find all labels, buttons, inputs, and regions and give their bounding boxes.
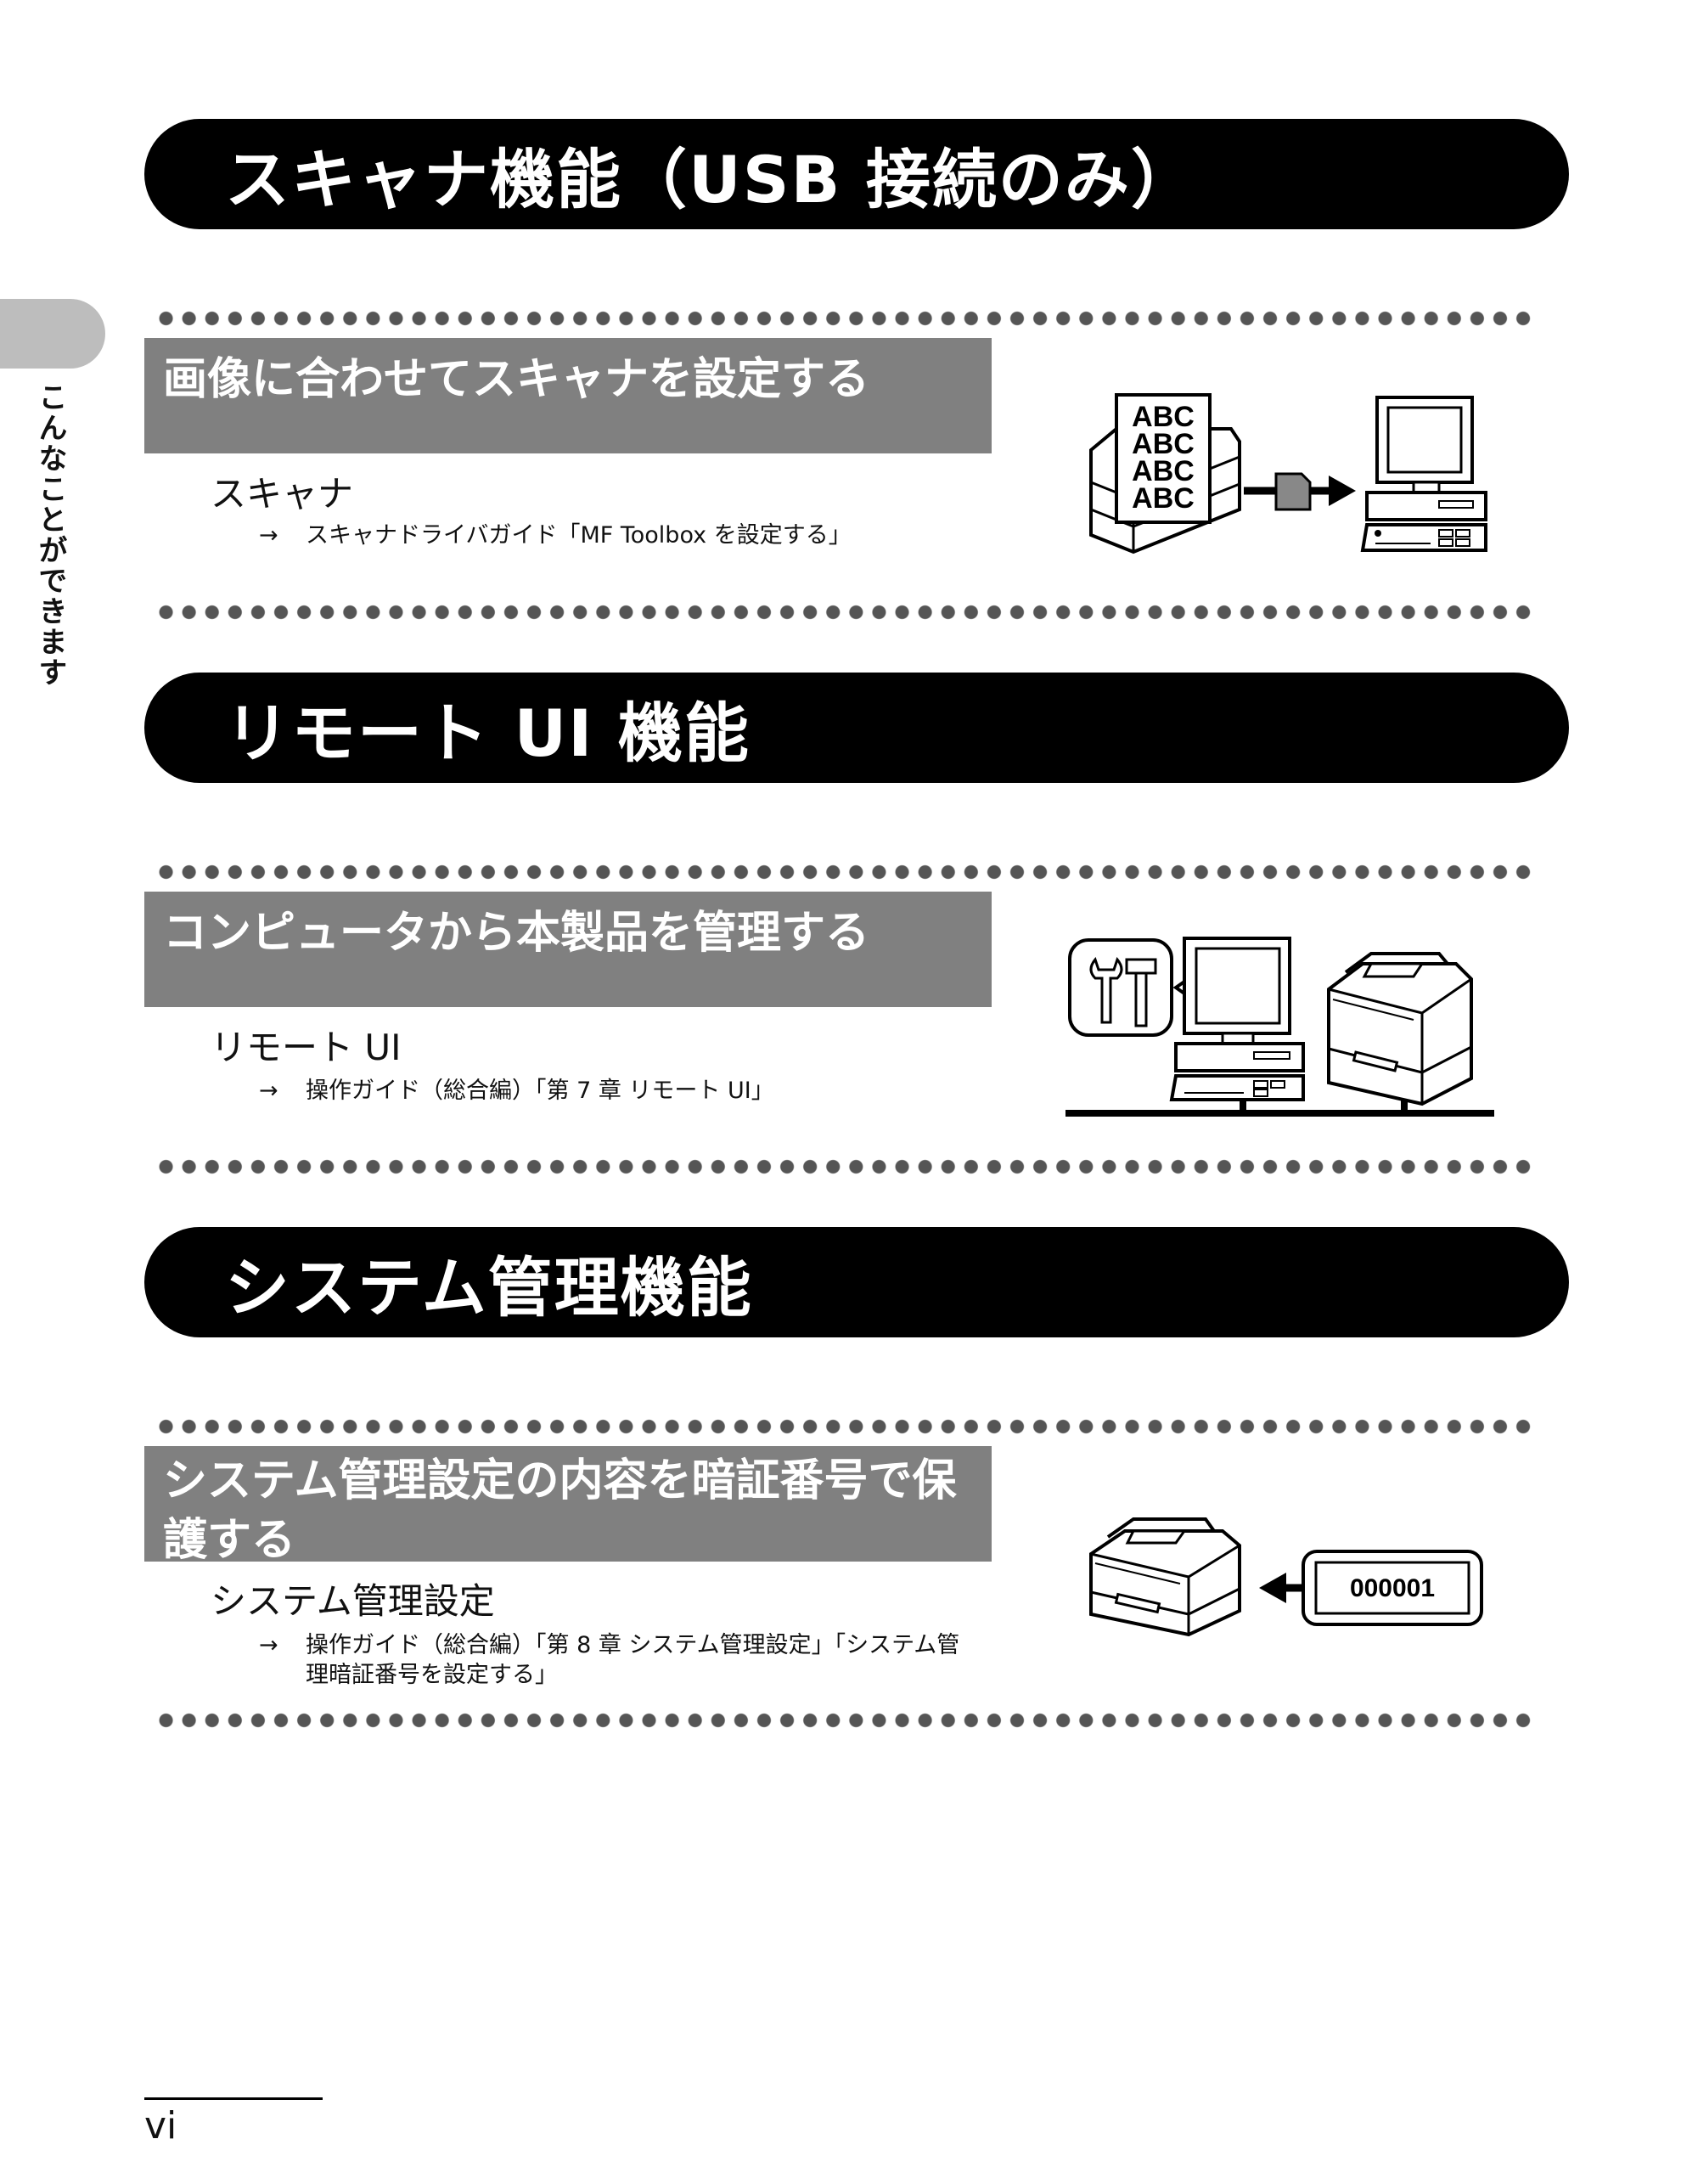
scanner-to-pc-illustration: ABC ABC ABC ABC [1089, 393, 1487, 554]
page-number: vi [144, 2104, 177, 2147]
dotted-divider [155, 605, 1537, 620]
chapter-side-label: こんなことができます [33, 382, 67, 688]
feature-heading-text: 護する [163, 1515, 296, 1566]
arrow-icon: → [259, 1632, 278, 1658]
abc-line: ABC [1132, 482, 1195, 515]
dotted-divider [155, 1419, 1537, 1434]
footer-rule [144, 2097, 323, 2100]
abc-line: ABC [1132, 428, 1195, 460]
feature-item: リモート UI [211, 1027, 402, 1068]
feature-item: スキャナ [211, 473, 354, 515]
remote-ui-illustration [1065, 937, 1494, 1117]
reference-text-continued: 理暗証番号を設定する」 [306, 1662, 558, 1688]
banner-title: スキャナ機能（USB 接続のみ） [225, 142, 1197, 217]
reference-line: → スキャナドライバガイド「MF Toolbox を設定する」 [259, 521, 1006, 551]
pin-code-text: 000001 [1350, 1574, 1435, 1602]
arrow-icon: → [259, 522, 278, 549]
abc-line: ABC [1132, 455, 1195, 487]
dotted-divider [155, 864, 1537, 880]
chapter-tab [0, 299, 105, 369]
section-banner-remote-ui: リモート UI 機能 [144, 673, 1569, 783]
reference-line: → 操作ガイド（総合編）「第 8 章 システム管理設定」「システム管 [259, 1630, 1006, 1661]
abc-line: ABC [1132, 401, 1195, 433]
feature-heading-text: コンピュータから本製品を管理する [163, 908, 870, 959]
section-banner-scanner: スキャナ機能（USB 接続のみ） [144, 119, 1569, 229]
feature-heading-text: 画像に合わせてスキャナを設定する [163, 354, 870, 405]
arrow-icon: → [259, 1078, 278, 1104]
dotted-divider [155, 1713, 1537, 1728]
section-banner-system-management: システム管理機能 [144, 1227, 1569, 1337]
reference-text: 操作ガイド（総合編）「第 8 章 システム管理設定」「システム管 [306, 1632, 960, 1658]
feature-item: システム管理設定 [211, 1580, 495, 1622]
pin-protection-illustration: 000001 [1089, 1517, 1483, 1637]
feature-heading-text: システム管理設定の内容を暗証番号で保 [163, 1455, 957, 1506]
reference-text: スキャナドライバガイド「MF Toolbox を設定する」 [306, 522, 852, 549]
reference-line: → 操作ガイド（総合編）「第 7 章 リモート UI」 [259, 1076, 1006, 1106]
reference-text: 操作ガイド（総合編）「第 7 章 リモート UI」 [306, 1078, 774, 1104]
banner-title: システム管理機能 [225, 1250, 753, 1326]
feature-heading: コンピュータから本製品を管理する [144, 892, 992, 1007]
feature-heading: 画像に合わせてスキャナを設定する [144, 338, 992, 453]
dotted-divider [155, 1159, 1537, 1174]
feature-heading: システム管理設定の内容を暗証番号で保 護する [144, 1446, 992, 1566]
dotted-divider [155, 311, 1537, 326]
banner-title: リモート UI 機能 [225, 695, 751, 771]
